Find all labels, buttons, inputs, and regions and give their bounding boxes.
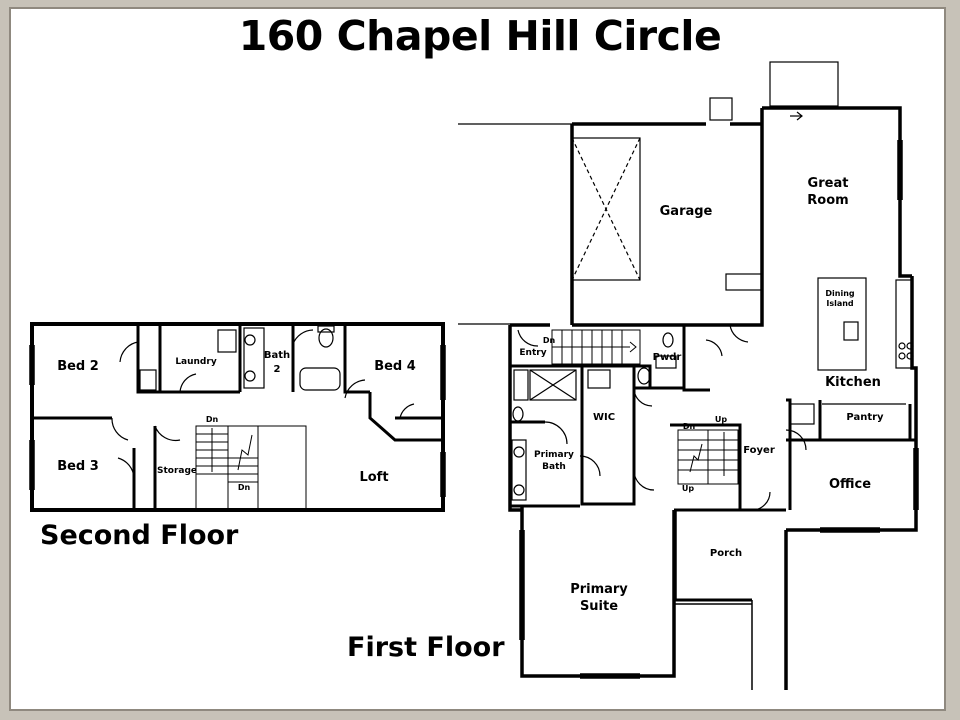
first-floor-walls bbox=[510, 325, 916, 602]
room-labels: Bed 2 Laundry Bath 2 Bed 4 Bed 3 Storage… bbox=[57, 176, 884, 614]
label-foyer: Foyer bbox=[743, 445, 775, 456]
porch-outline bbox=[674, 510, 753, 690]
label-second-stair-dn-top: Dn bbox=[206, 415, 219, 424]
label-wic: WIC bbox=[593, 412, 615, 423]
label-entry-stair-dn: Dn bbox=[543, 336, 556, 345]
first-floor-label: First Floor bbox=[347, 632, 505, 663]
second-floor-fixtures bbox=[139, 325, 341, 391]
first-floor-stairs bbox=[551, 329, 739, 485]
label-bed-2: Bed 2 bbox=[57, 359, 99, 374]
label-loft: Loft bbox=[359, 470, 388, 485]
label-porch: Porch bbox=[710, 548, 742, 559]
label-great-room-line1: Great bbox=[808, 176, 849, 191]
second-floor-plan bbox=[29, 322, 446, 512]
second-floor-doors bbox=[111, 329, 415, 479]
main-house-walls bbox=[508, 106, 918, 690]
label-office: Office bbox=[829, 477, 871, 492]
label-second-stair-dn-bottom: Dn bbox=[238, 483, 251, 492]
label-bath-2-line2: 2 bbox=[274, 364, 281, 375]
label-foyer-stair-up-right: Up bbox=[715, 415, 727, 424]
label-primary-bath-line2: Bath bbox=[542, 462, 566, 472]
label-bath-2-line1: Bath bbox=[264, 350, 290, 361]
chimney bbox=[769, 61, 839, 107]
dining-island bbox=[817, 277, 867, 371]
label-bed-4: Bed 4 bbox=[374, 359, 416, 374]
first-floor-windows bbox=[519, 140, 919, 679]
first-floor-plan bbox=[458, 61, 919, 690]
label-garage: Garage bbox=[660, 204, 713, 219]
page-title: 160 Chapel Hill Circle bbox=[238, 12, 722, 60]
label-bed-3: Bed 3 bbox=[57, 459, 99, 474]
label-dining-island-line2: Island bbox=[826, 299, 854, 308]
driveway-lines bbox=[458, 123, 572, 325]
label-primary-suite-line2: Suite bbox=[580, 599, 618, 614]
label-foyer-stair-dn: Dn bbox=[683, 422, 696, 431]
garage-door-rack bbox=[571, 97, 763, 291]
label-kitchen: Kitchen bbox=[825, 375, 881, 390]
label-pwdr: Pwdr bbox=[653, 352, 682, 363]
second-floor-walls bbox=[32, 324, 443, 510]
garage-walls bbox=[570, 122, 762, 327]
first-floor-bath-fixtures bbox=[511, 332, 677, 501]
label-foyer-stair-up-left: Up bbox=[682, 484, 694, 493]
second-floor-label: Second Floor bbox=[40, 520, 239, 551]
label-dining-island-line1: Dining bbox=[825, 289, 855, 298]
label-laundry: Laundry bbox=[175, 357, 217, 367]
label-primary-bath-line1: Primary bbox=[534, 450, 574, 460]
first-floor-doors bbox=[517, 111, 807, 511]
second-floor-stairs bbox=[195, 425, 307, 511]
label-great-room-line2: Room bbox=[807, 193, 848, 208]
label-primary-suite-line1: Primary bbox=[570, 582, 628, 597]
label-entry: Entry bbox=[519, 348, 546, 358]
second-floor-windows bbox=[29, 345, 446, 497]
label-pantry: Pantry bbox=[846, 412, 884, 423]
label-storage: Storage bbox=[157, 466, 197, 476]
kitchen-fixtures bbox=[789, 277, 914, 425]
